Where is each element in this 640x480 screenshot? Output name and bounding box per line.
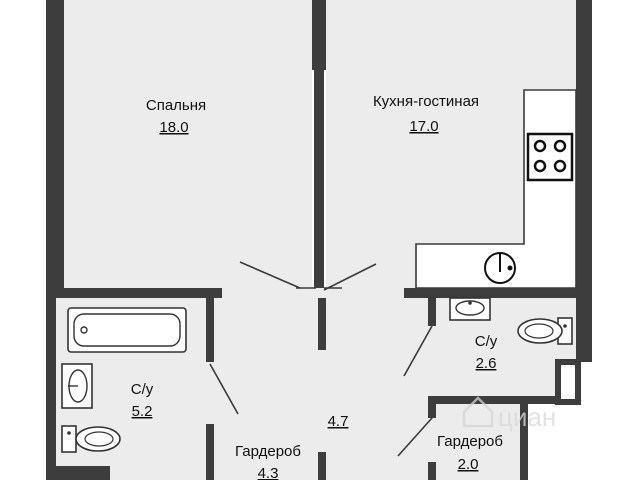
kitchen-sink-icon — [484, 252, 516, 284]
doors — [209, 261, 433, 457]
wardrobe-left-name: Гардероб — [235, 443, 301, 460]
wall-left — [46, 0, 64, 292]
wall-kitchen-bottom — [404, 288, 592, 298]
walls — [46, 0, 592, 480]
watermark: циан — [462, 396, 556, 432]
wall-hall-divider — [318, 298, 326, 350]
kitchen-name: Кухня-гостиная — [373, 93, 479, 110]
bedroom-area: 18.0 — [159, 119, 188, 136]
bath-right-name: С/у — [475, 333, 498, 350]
wall-wardrobe-right-left — [428, 404, 436, 418]
toilet-left-icon — [61, 425, 121, 453]
washbasin-left-icon — [61, 363, 93, 409]
door-bath-left — [209, 363, 239, 415]
bath-right-area: 2.6 — [476, 355, 497, 372]
wardrobe-left-area: 4.3 — [258, 465, 279, 480]
wall-bedroom-bottom — [46, 288, 222, 298]
wall-bath-right-step — [555, 359, 581, 405]
wall-hall-left-low — [206, 424, 214, 480]
bedroom-floor — [64, 0, 312, 288]
wall-bath-right-bottom — [428, 396, 558, 404]
bath-left-area: 5.2 — [132, 403, 153, 420]
room-labels: Спальня 18.0 Кухня-гостиная 17.0 С/у 5.2… — [131, 93, 503, 480]
bathtub-icon — [67, 307, 187, 353]
wall-bath-right-left — [428, 296, 436, 326]
cian-house-icon — [462, 396, 494, 428]
kitchen-counter — [415, 89, 577, 289]
wardrobe-right-name: Гардероб — [437, 433, 503, 450]
wall-right — [576, 0, 592, 362]
hall-area: 4.7 — [328, 413, 349, 430]
wall-bath-left-bottom — [56, 466, 110, 480]
wall-center-top — [312, 0, 326, 70]
washbasin-right-icon — [449, 297, 491, 321]
wall-wardrobe-right-left-low — [428, 462, 436, 480]
wall-hall-stub — [318, 452, 326, 480]
kitchen-area: 17.0 — [409, 118, 438, 135]
wardrobe-right-area: 2.0 — [458, 456, 479, 473]
wall-bath-left-right — [206, 298, 214, 362]
wall-bath-left-side — [46, 288, 56, 480]
watermark-text: циан — [498, 402, 556, 432]
door-bedroom — [239, 261, 301, 289]
bath-left-fixtures — [61, 307, 187, 453]
toilet-right-icon — [517, 317, 573, 345]
stove-icon — [526, 132, 574, 182]
bath-right-fixtures — [449, 297, 573, 345]
wardrobe-right-floor — [432, 404, 520, 480]
bedroom-name: Спальня — [146, 97, 206, 114]
wall-center-mid — [314, 70, 324, 288]
door-wardrobe-right — [397, 417, 433, 457]
wall-wardrobe-right-right — [520, 396, 528, 480]
door-kitchen — [323, 263, 377, 291]
bath-left-name: С/у — [131, 381, 154, 398]
door-bath-right — [403, 325, 433, 377]
